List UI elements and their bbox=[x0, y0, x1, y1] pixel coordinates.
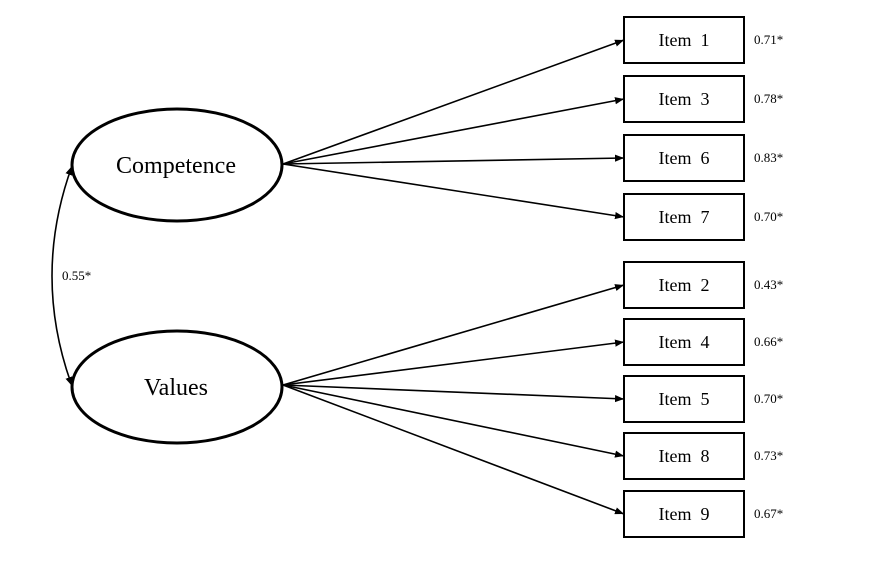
loading-arrow-item-4 bbox=[282, 339, 625, 386]
loading-arrow-item-9 bbox=[282, 384, 625, 515]
item-label-item-2: Item 2 bbox=[659, 275, 710, 295]
factor-competence bbox=[70, 107, 284, 223]
factor-label-values: Values bbox=[144, 375, 208, 401]
item-label-item-4: Item 4 bbox=[659, 332, 710, 352]
loading-value-item-8: 0.73* bbox=[754, 448, 783, 463]
item-boxes: Item 1 0.71* Item 3 0.78* Item 6 0.83* Item 7 0… bbox=[623, 16, 783, 538]
item-box-item-7 bbox=[623, 193, 745, 241]
loading-arrow-item-7 bbox=[282, 163, 625, 220]
loading-arrow-item-2 bbox=[282, 284, 625, 386]
item-box-item-3 bbox=[623, 75, 745, 123]
loading-arrow-item-8 bbox=[282, 384, 625, 458]
loading-arrow-item-6 bbox=[282, 154, 625, 165]
item-box-item-9 bbox=[623, 490, 745, 538]
loading-value-item-7: 0.70* bbox=[754, 209, 783, 224]
correlation-arrow bbox=[51, 165, 73, 387]
factor-values bbox=[70, 329, 284, 445]
item-box-item-4 bbox=[623, 318, 745, 366]
factor-label-competence: Competence bbox=[116, 153, 236, 179]
item-box-item-2 bbox=[623, 261, 745, 309]
item-label-item-5: Item 5 bbox=[659, 389, 710, 409]
loading-value-item-1: 0.71* bbox=[754, 32, 783, 47]
item-label-item-3: Item 3 bbox=[659, 89, 710, 109]
item-label-item-9: Item 9 bbox=[659, 504, 710, 524]
loading-paths bbox=[282, 39, 625, 515]
item-box-item-5 bbox=[623, 375, 745, 423]
item-label-item-6: Item 6 bbox=[659, 148, 710, 168]
item-box-item-6 bbox=[623, 134, 745, 182]
loading-value-item-4: 0.66* bbox=[754, 334, 783, 349]
item-box-item-8 bbox=[623, 432, 745, 480]
item-label-item-7: Item 7 bbox=[659, 207, 710, 227]
loading-arrow-item-1 bbox=[282, 39, 625, 165]
item-box-item-1 bbox=[623, 16, 745, 64]
loading-value-item-6: 0.83* bbox=[754, 150, 783, 165]
loading-arrow-item-5 bbox=[282, 384, 625, 403]
item-label-item-8: Item 8 bbox=[659, 446, 710, 466]
item-label-item-1: Item 1 bbox=[659, 30, 710, 50]
loading-arrow-item-3 bbox=[282, 97, 625, 165]
loading-value-item-9: 0.67* bbox=[754, 506, 783, 521]
loading-value-item-3: 0.78* bbox=[754, 91, 783, 106]
correlation-label: 0.55* bbox=[62, 268, 91, 283]
loading-value-item-2: 0.43* bbox=[754, 277, 783, 292]
loading-value-item-5: 0.70* bbox=[754, 391, 783, 406]
